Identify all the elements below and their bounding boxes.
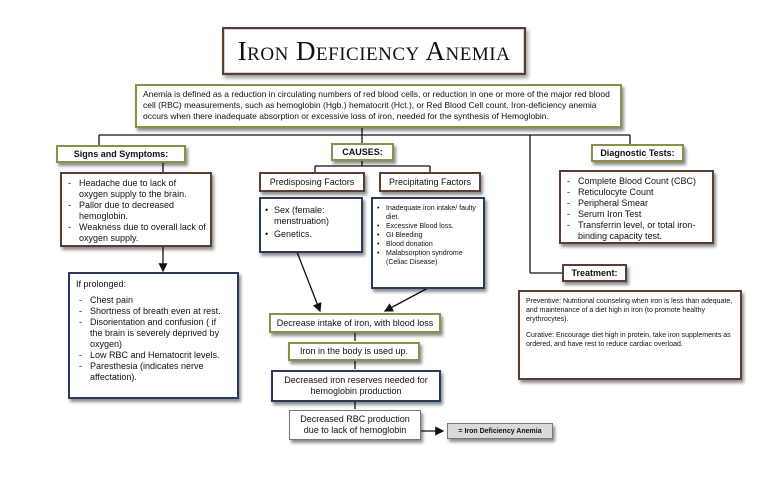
diagnostic-box: Complete Blood Count (CBC) Reticulocyte …	[559, 170, 714, 244]
signs-list: Headache due to lack of oxygen supply to…	[65, 178, 207, 244]
predisposing-box: Sex (female: menstruation) Genetics.	[259, 197, 363, 253]
list-item: Serum Iron Test	[564, 209, 709, 220]
list-item: Weakness due to overall lack of oxygen s…	[65, 222, 207, 244]
list-item: Peripheral Smear	[564, 198, 709, 209]
flow-step-1: Decrease intake of iron, with blood loss	[269, 313, 441, 333]
predisposing-header: Predisposing Factors	[259, 172, 365, 192]
flow-step-3: Decreased iron reserves needed for hemog…	[271, 370, 441, 402]
predisposing-list: Sex (female: menstruation) Genetics.	[265, 205, 357, 240]
list-item: Transferrin level, or total iron-binding…	[564, 220, 709, 242]
prolonged-list: Chest pain Shortness of breath even at r…	[76, 295, 231, 383]
treatment-curative: Curative: Encourage diet high in protein…	[526, 332, 731, 348]
treatment-header: Treatment:	[562, 264, 627, 282]
causes-header: CAUSES:	[331, 143, 394, 161]
definition-box: Anemia is defined as a reduction in circ…	[135, 84, 622, 128]
list-item: Low RBC and Hematocrit levels.	[76, 350, 231, 361]
prolonged-header: If prolonged:	[76, 279, 127, 289]
diagnostic-header: Diagnostic Tests:	[591, 144, 684, 162]
list-item: Reticulocyte Count	[564, 187, 709, 198]
precipitating-list: Inadequate iron intake/ faulty diet. Exc…	[377, 204, 479, 267]
flow-step-4: Decreased RBC production due to lack of …	[289, 410, 421, 440]
signs-header: Signs and Symptoms:	[56, 145, 186, 163]
list-item: Genetics.	[265, 229, 357, 240]
treatment-box: Preventive: Nutritional counseling when …	[518, 290, 742, 380]
list-item: Blood donation	[377, 240, 479, 249]
page-title: Iron Deficiency Anemia	[222, 27, 526, 75]
list-item: Excessive Blood loss.	[377, 222, 479, 231]
list-item: Malabsorption syndrome (Celiac Disease)	[377, 249, 479, 267]
list-item: Inadequate iron intake/ faulty diet.	[377, 204, 479, 222]
diagnostic-list: Complete Blood Count (CBC) Reticulocyte …	[564, 176, 709, 242]
list-item: Complete Blood Count (CBC)	[564, 176, 709, 187]
list-item: Chest pain	[76, 295, 231, 306]
result-badge: = Iron Deficiency Anemia	[447, 423, 553, 439]
list-item: Shortness of breath even at rest.	[76, 306, 231, 317]
treatment-preventive: Preventive: Nutritional counseling when …	[526, 298, 733, 323]
precipitating-header: Precipitating Factors	[379, 172, 481, 192]
list-item: GI Bleeding	[377, 231, 479, 240]
definition-text: Anemia is defined as a reduction in circ…	[143, 89, 610, 121]
precipitating-box: Inadequate iron intake/ faulty diet. Exc…	[371, 197, 485, 289]
list-item: Paresthesia (indicates nerve affectation…	[76, 361, 231, 383]
flow-step-2: Iron in the body is used up.	[288, 342, 420, 361]
list-item: Disorientation and confusion ( if the br…	[76, 317, 231, 350]
prolonged-box: If prolonged: Chest pain Shortness of br…	[68, 272, 239, 399]
list-item: Sex (female: menstruation)	[265, 205, 357, 227]
list-item: Pallor due to decreased hemoglobin.	[65, 200, 207, 222]
list-item: Headache due to lack of oxygen supply to…	[65, 178, 207, 200]
signs-box: Headache due to lack of oxygen supply to…	[60, 172, 212, 247]
